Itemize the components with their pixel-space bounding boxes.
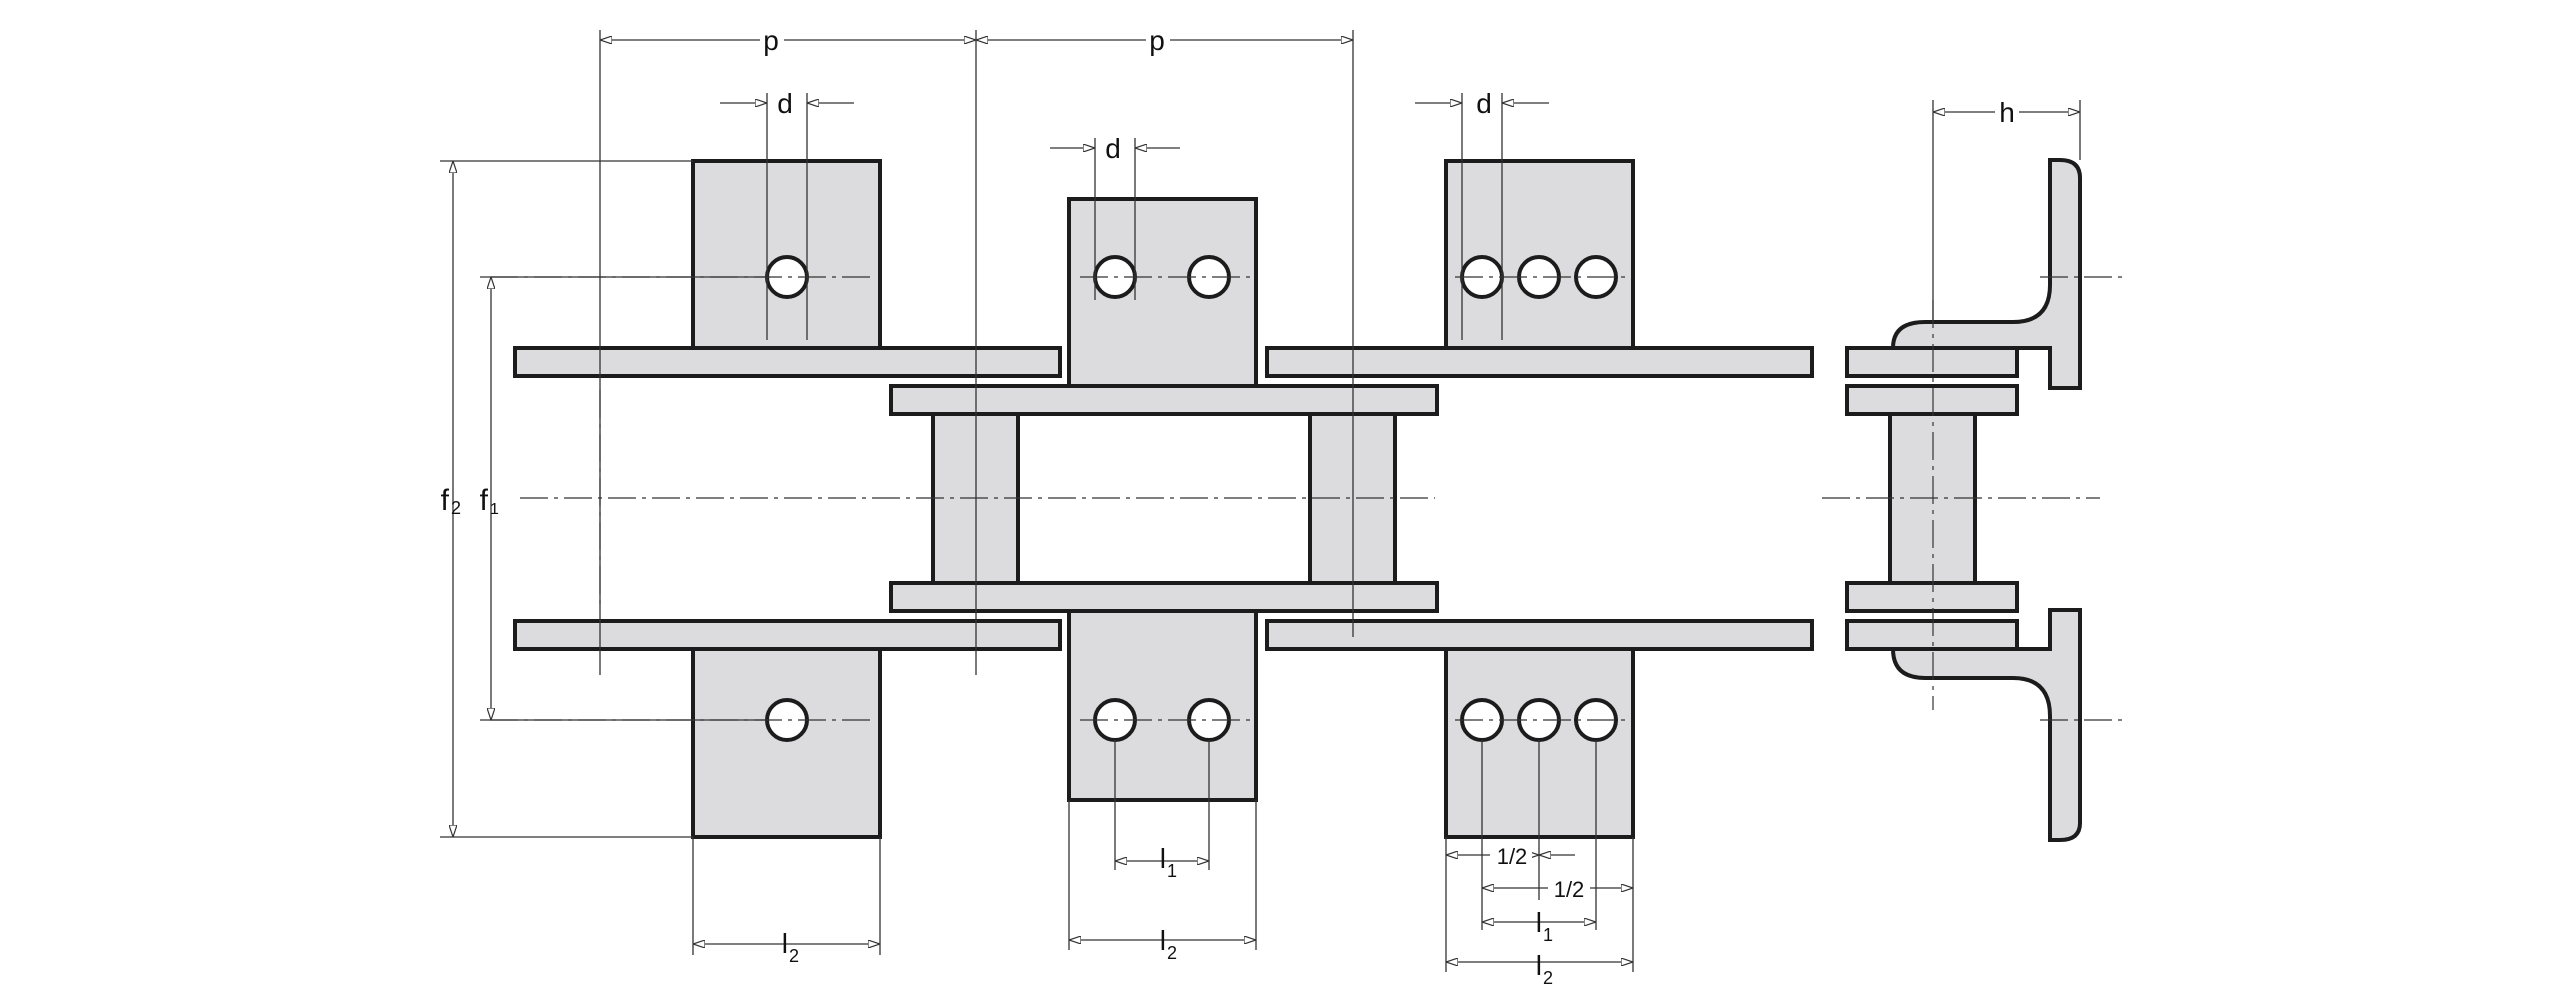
label-f2: f [441, 484, 450, 517]
side-bracket-top [1890, 158, 2082, 390]
outer-plate-top-left [513, 346, 1062, 378]
label-l2: l [782, 928, 788, 959]
label-f1: f [480, 484, 489, 517]
outer-plate-top-right [1265, 346, 1814, 378]
label-d: d [1105, 133, 1121, 164]
dimension-lines [440, 30, 2081, 972]
label-f1-subscript: 1 [490, 501, 499, 518]
outer-plate-bottom-left [513, 619, 1062, 651]
label-p: p [1149, 25, 1165, 56]
label-d: d [1476, 88, 1492, 119]
side-outer-plate-top [1845, 346, 2019, 378]
label-l1: l [1160, 843, 1166, 874]
dimension-labels: p p d d d h f 2 f 1 l 2 l 1 l 2 1/2 1/2 … [441, 24, 2019, 988]
label-d: d [777, 88, 793, 119]
label-half-pitch: 1/2 [1497, 844, 1528, 869]
upper-tab-two-holes [1067, 197, 1258, 391]
outer-plate-bottom-right [1265, 619, 1814, 651]
label-l2: l [1536, 950, 1542, 981]
side-outer-plate-bottom [1845, 619, 2019, 651]
side-view [1845, 158, 2082, 842]
label-l2-subscript: 2 [1543, 968, 1553, 988]
label-l2-subscript: 2 [789, 946, 799, 966]
side-bracket-bottom [1890, 608, 2082, 842]
inner-plate-top [889, 384, 1439, 416]
holes [765, 255, 1618, 742]
lower-tab-two-holes [1067, 608, 1258, 802]
label-l1-subscript: 1 [1543, 925, 1553, 945]
label-l1-subscript: 1 [1167, 861, 1177, 881]
label-l2-subscript: 2 [1167, 943, 1177, 963]
side-inner-plate-top [1845, 384, 2019, 416]
label-f2-subscript: 2 [451, 498, 461, 518]
side-inner-plate-bottom [1845, 581, 2019, 613]
inner-plate-bottom [889, 581, 1439, 613]
label-half-pitch: 1/2 [1554, 877, 1585, 902]
label-l2: l [1160, 925, 1166, 956]
label-h: h [1999, 97, 2015, 128]
label-p: p [763, 25, 779, 56]
front-view [513, 159, 1814, 839]
label-l1: l [1536, 907, 1542, 938]
